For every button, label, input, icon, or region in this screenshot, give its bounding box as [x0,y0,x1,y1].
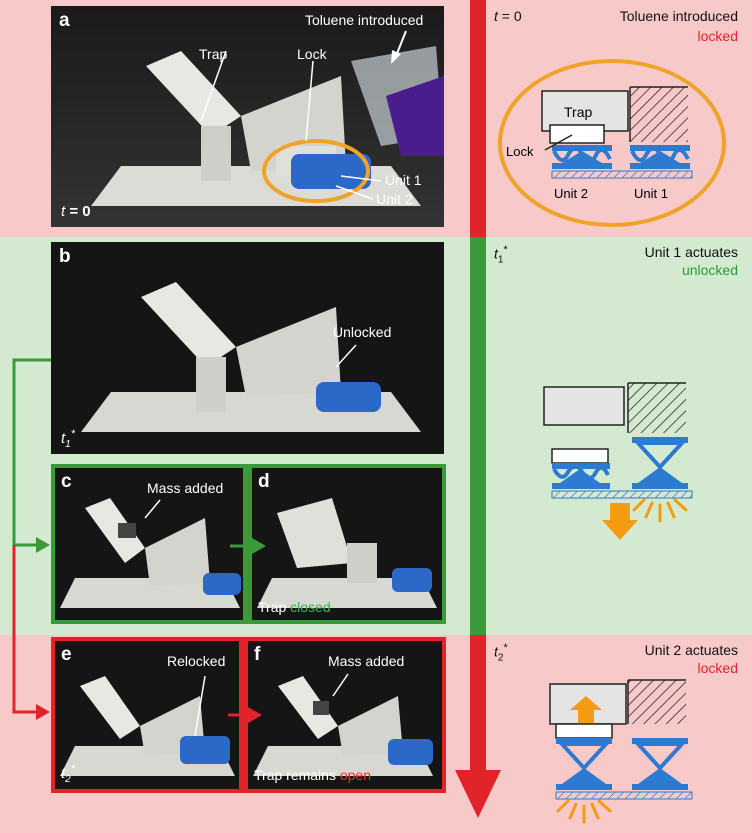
panel-a-time: t = 0 [61,203,91,220]
diagram-a-unit1-label: Unit 1 [634,186,668,201]
panel-c-label: c [61,471,72,492]
arrow-e-to-f [228,707,262,723]
timeline-red-top [470,0,486,237]
arrow-c-to-d [230,538,266,554]
row-c-state: locked [697,660,738,676]
timeline-green [470,237,486,635]
panel-e-label: e [61,644,72,665]
schematic-unlocked-t1 [543,382,693,540]
diagram-a-unit2-label: Unit 2 [554,186,588,201]
photo-d-scene [252,468,442,620]
panel-a-label: a [59,10,70,31]
row-a-state: locked [697,28,738,44]
mass-added-annotation-c: Mass added [147,480,224,496]
photo-panel-a: a Toluene introduced Trap Lock Unit 1 Un… [51,6,444,227]
unit1-annotation: Unit 1 [385,172,422,188]
photo-e-scene [55,641,239,789]
row-b-time: t1* [494,244,508,266]
relocked-annotation: Relocked [167,653,226,669]
row-a-time: t = 0 [494,8,522,24]
trap-annotation: Trap [199,46,228,62]
unlocked-annotation: Unlocked [333,324,392,340]
panel-b-time: t1* [61,428,76,450]
timeline-red-bottom [470,635,486,775]
photo-a-scene [51,6,444,227]
photo-panel-e: e Relocked t2* [55,641,239,789]
diagram-a-lock-label: Lock [506,144,534,159]
timeline-arrowhead [455,770,501,818]
lock-annotation: Lock [297,46,327,62]
mass-added-annotation-f: Mass added [328,653,405,669]
row-b-state: unlocked [681,262,738,278]
photo-f-scene [248,641,442,789]
photo-panel-c: c Mass added [55,468,243,620]
branch-arrows [12,358,51,720]
photo-panel-d: d Trap closed [252,468,442,620]
unit2-annotation: Unit 2 [376,191,413,207]
toluene-annotation: Toluene introduced [305,12,424,28]
panel-e-time: t2* [61,763,76,785]
schematic-locked-t2 [549,679,693,824]
photo-b-scene [51,242,444,454]
row-c-time: t2* [494,642,508,664]
photo-panel-f: f Mass added Trap remains open [248,641,442,789]
panel-f-label: f [254,644,261,665]
row-b-title: Unit 1 actuates [644,244,738,260]
row-c-title: Unit 2 actuates [644,642,738,658]
trap-closed-caption: Trap closed [258,599,331,615]
schematic-locked-t0: Trap Lock Unit 2 Unit 1 [498,59,726,227]
panel-d-label: d [258,471,270,492]
trap-open-caption: Trap remains open [254,767,371,783]
photo-panel-b: b Unlocked t1* [51,242,444,454]
diagram-a-trap-label: Trap [564,104,592,120]
panel-b-label: b [59,246,71,267]
photo-c-scene [55,468,243,620]
row-a-title: Toluene introduced [619,8,738,24]
